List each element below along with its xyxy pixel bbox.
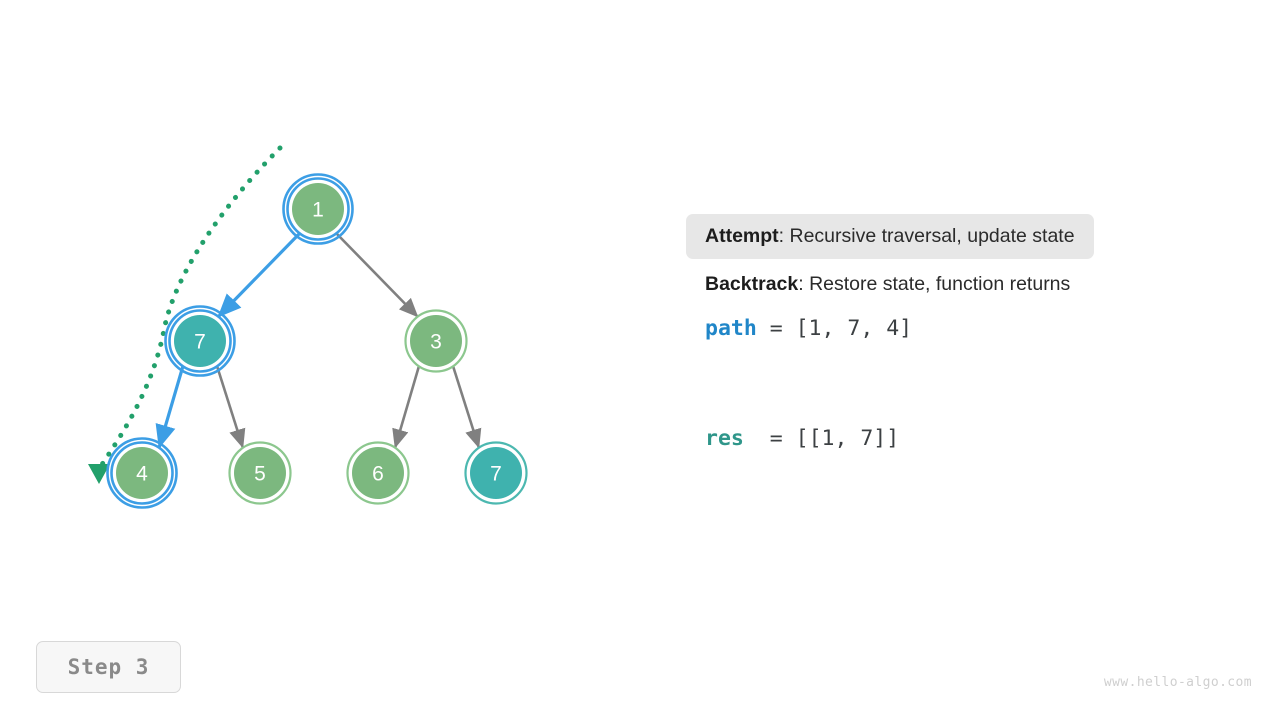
edge-1-7	[216, 231, 302, 319]
attempt-label: Attempt	[705, 225, 779, 247]
node-body	[174, 315, 226, 367]
recursion-trail-arrowhead	[88, 464, 110, 484]
backtrack-callout: Backtrack: Restore state, function retur…	[686, 273, 1246, 295]
tree-node-1[interactable]: 1	[282, 173, 354, 245]
backtrack-text: : Restore state, function returns	[798, 273, 1071, 296]
edge-1-3	[335, 232, 419, 318]
tree-node-5[interactable]: 5	[228, 441, 292, 505]
edge-3-6	[392, 365, 421, 449]
node-highlight-ring	[106, 437, 178, 509]
res-variable-value: = [[1, 7]]	[743, 425, 900, 451]
node-value: 7	[490, 463, 502, 486]
node-body	[234, 447, 286, 499]
tree-node-4[interactable]: 4	[106, 437, 178, 509]
node-value: 6	[372, 463, 384, 486]
path-state-line: path = [1, 7, 4]	[686, 316, 1246, 341]
edge-7-5	[215, 365, 246, 449]
node-value: 1	[312, 199, 324, 222]
res-variable-name: res	[705, 425, 744, 451]
recursion-trail	[88, 145, 283, 484]
node-value: 7	[194, 331, 206, 354]
edge-3-7	[451, 365, 482, 449]
node-body	[116, 447, 168, 499]
watermark-text: www.hello-algo.com	[1103, 675, 1252, 690]
path-variable-name: path	[705, 315, 757, 341]
res-state-line: res = [[1, 7]]	[686, 426, 1246, 451]
binary-tree-diagram: 1 7 3 4	[88, 145, 528, 509]
node-body	[292, 183, 344, 235]
attempt-text: : Recursive traversal, update state	[778, 225, 1075, 247]
node-highlight-ring	[164, 305, 236, 377]
node-body	[410, 315, 462, 367]
site-watermark: www.hello-algo.com	[1104, 675, 1252, 690]
explanation-panel: Attempt: Recursive traversal, update sta…	[686, 214, 1246, 451]
node-highlight-ring	[282, 173, 354, 245]
tree-nodes: 1 7 3 4	[106, 173, 528, 509]
node-value: 3	[430, 331, 442, 354]
node-value: 4	[136, 463, 148, 486]
node-body	[470, 447, 522, 499]
edge-7-4	[155, 365, 185, 449]
attempt-callout: Attempt: Recursive traversal, update sta…	[686, 214, 1094, 260]
path-variable-value: = [1, 7, 4]	[756, 315, 913, 341]
node-body	[352, 447, 404, 499]
node-value: 5	[254, 463, 266, 486]
step-badge: Step 3	[36, 641, 181, 693]
step-badge-label: Step 3	[67, 655, 150, 679]
tree-node-6[interactable]: 6	[346, 441, 410, 505]
backtrack-label: Backtrack	[705, 273, 799, 296]
tree-node-7-left[interactable]: 7	[164, 305, 236, 377]
tree-node-3[interactable]: 3	[404, 309, 468, 373]
tree-node-7-right[interactable]: 7	[464, 441, 528, 505]
tree-edges	[155, 231, 482, 449]
